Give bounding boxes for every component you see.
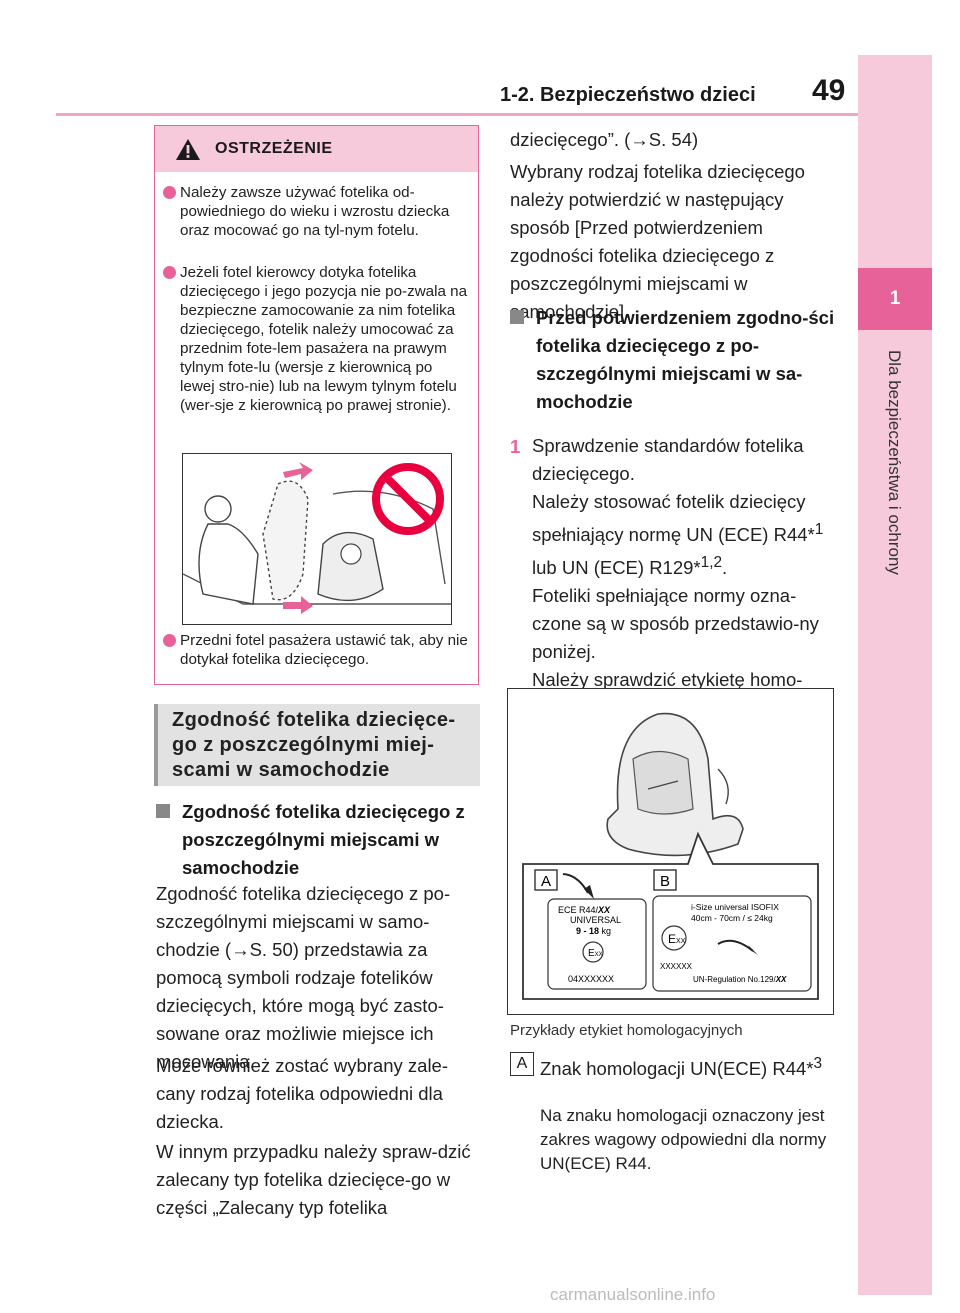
footnote-ref: 1,2 — [700, 554, 723, 572]
warning-item: Przedni fotel pasażera ustawić tak, aby … — [163, 631, 471, 669]
warning-item-text: Jeżeli fotel kierowcy dotyka fotelika dz… — [180, 264, 468, 414]
page-number: 49 — [812, 74, 846, 107]
item-description: Na znaku homologacji oznaczony jest zakr… — [540, 1106, 827, 1173]
label-b-code: XXXXXX — [660, 962, 693, 971]
label-a-line1: ECE R44/ — [558, 905, 599, 915]
chapter-side-tab — [858, 55, 932, 1295]
label-a-line3: 9 - 18 — [576, 926, 599, 936]
label-a-line2: UNIVERSAL — [570, 915, 621, 925]
chapter-number: 1 — [858, 268, 932, 330]
footer-watermark: carmanualsonline.info — [550, 1285, 716, 1304]
header-rule — [56, 113, 858, 116]
homologation-label-illustration: A ECE R44/XX UNIVERSAL 9 - 18 kg EXX 04X… — [507, 688, 834, 1015]
footnote-ref: 1 — [814, 521, 824, 538]
label-a-emark-sub: XX — [595, 952, 603, 958]
label-b-emark: E — [668, 932, 676, 946]
step-text: Należy stosować fotelik dziecięcy spełni… — [532, 488, 837, 582]
banner-line: go z poszczególnymi miej- — [172, 734, 435, 756]
item-title-text: Znak homologacji UN(ECE) R44* — [540, 1058, 814, 1080]
svg-text:EXX: EXX — [668, 932, 686, 946]
banner-line: Zgodność fotelika dziecięce- — [172, 709, 456, 731]
warning-title: OSTRZEŻENIE — [215, 140, 333, 157]
step-number: 1 — [510, 436, 521, 457]
svg-text:EXX: EXX — [588, 948, 603, 959]
subheading: Przed potwierdzeniem zgodno-ści fotelika… — [510, 304, 835, 416]
square-bullet-icon — [156, 804, 170, 818]
label-b-letter: B — [660, 873, 670, 890]
warning-item: Jeżeli fotel kierowcy dotyka fotelika dz… — [163, 263, 471, 415]
label-b-line2: 40cm - 70cm / ≤ 24kg — [691, 913, 773, 923]
subheading-text: Zgodność fotelika dziecięcego z poszczeg… — [182, 801, 465, 878]
warning-triangle-icon — [176, 138, 200, 160]
paragraph: W innym przypadku należy spraw-dzić zale… — [156, 1141, 471, 1218]
label-b-reg: UN-Regulation No.129/ — [693, 975, 776, 984]
label-b-reg-x: XX — [775, 975, 787, 984]
section-banner: Zgodność fotelika dziecięce- go z poszcz… — [154, 704, 480, 786]
step-text-part: lub UN (ECE) R129* — [532, 557, 701, 579]
subheading-text: Przed potwierdzeniem zgodno-ści fotelika… — [536, 307, 835, 412]
warning-item-text: Przedni fotel pasażera ustawić tak, aby … — [180, 632, 468, 668]
label-a-letter: A — [541, 873, 551, 890]
label-a-line3-unit: kg — [602, 926, 612, 936]
warning-item-text: Należy zawsze używać fotelika od-powiedn… — [180, 184, 450, 239]
paragraph: dziecięcego”. (→S. 54) — [510, 129, 699, 150]
label-b-line1: i-Size universal ISOFIX — [691, 902, 779, 912]
bullet-icon — [163, 266, 176, 279]
chapter-title: Dla bezpieczeństwa i ochrony — [885, 350, 904, 575]
warning-item: Należy zawsze używać fotelika od-powiedn… — [163, 183, 471, 240]
item-letter-box: A — [510, 1052, 534, 1076]
svg-text:9 - 18 kg: 9 - 18 kg — [576, 926, 611, 936]
step-text: Foteliki spełniające normy ozna-czone są… — [532, 585, 819, 663]
label-a-line1-x: XX — [597, 905, 611, 915]
warning-box: OSTRZEŻENIE Należy zawsze używać fotelik… — [154, 125, 479, 685]
label-a-code: 04XXXXXX — [568, 974, 614, 984]
item-title: Znak homologacji UN(ECE) R44*3 — [540, 1050, 830, 1083]
label-b-emark-sub: XX — [676, 938, 686, 945]
paragraph: Zgodność fotelika dziecięcego z po-szcze… — [156, 883, 451, 1072]
step-text-part: Należy stosować fotelik dziecięcy spełni… — [532, 491, 815, 546]
square-bullet-icon — [510, 310, 524, 324]
label-a-emark: E — [588, 948, 595, 959]
svg-text:ECE R44/XX: ECE R44/XX — [558, 905, 611, 915]
banner-line: scami w samochodzie — [172, 759, 390, 781]
warning-header: OSTRZEŻENIE — [155, 126, 478, 172]
child-seat-warning-illustration — [182, 453, 452, 625]
footnote-ref: 3 — [813, 1055, 823, 1072]
paragraph: Może również zostać wybrany zale-cany ro… — [156, 1055, 448, 1132]
svg-text:UN-Regulation No.129/XX: UN-Regulation No.129/XX — [693, 975, 787, 984]
step-text-part: . — [722, 557, 728, 579]
bullet-icon — [163, 634, 176, 647]
bullet-icon — [163, 186, 176, 199]
section-title: 1-2. Bezpieczeństwo dzieci — [500, 84, 756, 106]
subheading: Zgodność fotelika dziecięcego z poszczeg… — [156, 798, 482, 882]
paragraph: Wybrany rodzaj fotelika dziecięcego nale… — [510, 161, 805, 322]
figure-caption: Przykłady etykiet homologacyjnych — [510, 1022, 743, 1039]
step-title: Sprawdzenie standardów fotelika dziecięc… — [532, 435, 804, 484]
